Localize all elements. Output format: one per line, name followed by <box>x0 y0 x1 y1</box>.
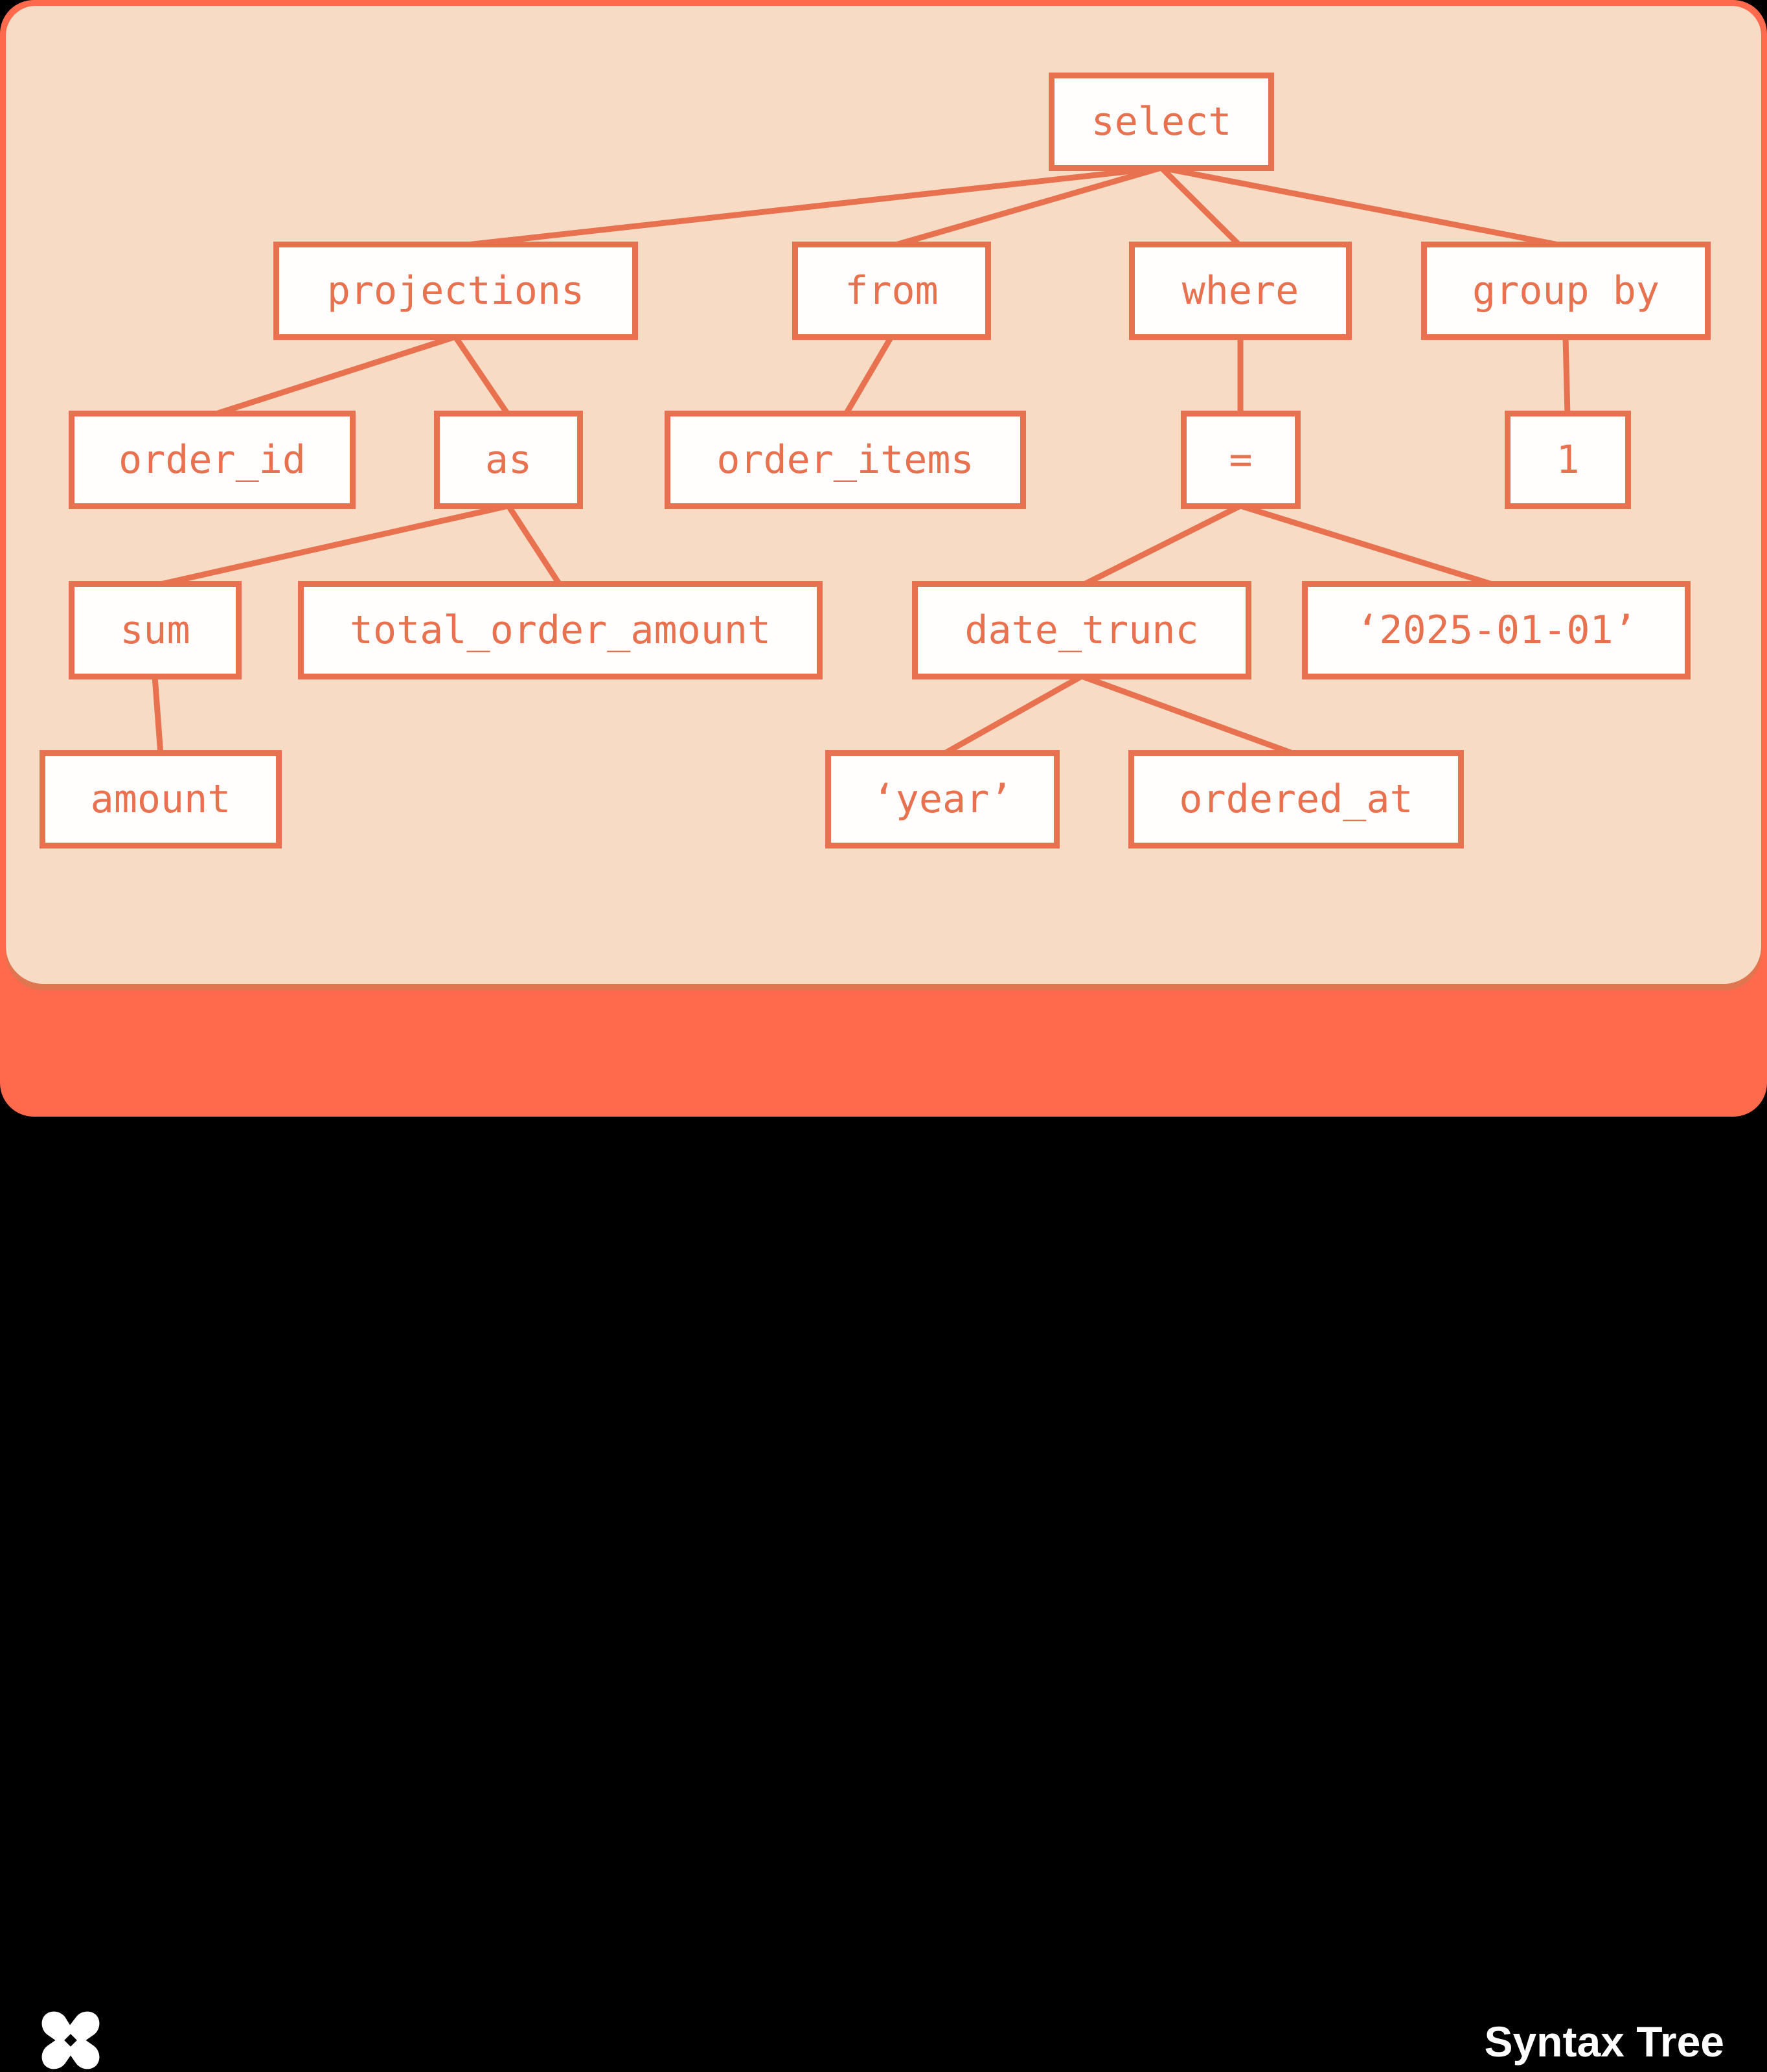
node-total-order-amount: total_order_amount <box>298 581 823 679</box>
node-one: 1 <box>1505 411 1631 509</box>
node-sum: sum <box>69 581 242 679</box>
node-projections: projections <box>273 242 638 340</box>
node-order-id: order_id <box>69 411 356 509</box>
node-amount: amount <box>40 750 282 848</box>
node-equals: = <box>1181 411 1301 509</box>
node-date-trunc: date_trunc <box>912 581 1251 679</box>
node-where: where <box>1129 242 1352 340</box>
node-date-literal: ‘2025-01-01’ <box>1302 581 1691 679</box>
node-from: from <box>792 242 991 340</box>
dbt-logo-icon <box>41 2011 100 2069</box>
node-year-literal: ‘year’ <box>825 750 1060 848</box>
node-order-items: order_items <box>665 411 1026 509</box>
page-title: Syntax Tree <box>1484 2018 1724 2066</box>
node-group-by: group by <box>1421 242 1711 340</box>
node-select: select <box>1049 73 1274 171</box>
node-as: as <box>434 411 583 509</box>
footer-bar: Syntax Tree <box>0 990 1767 2069</box>
node-ordered-at: ordered_at <box>1128 750 1464 848</box>
